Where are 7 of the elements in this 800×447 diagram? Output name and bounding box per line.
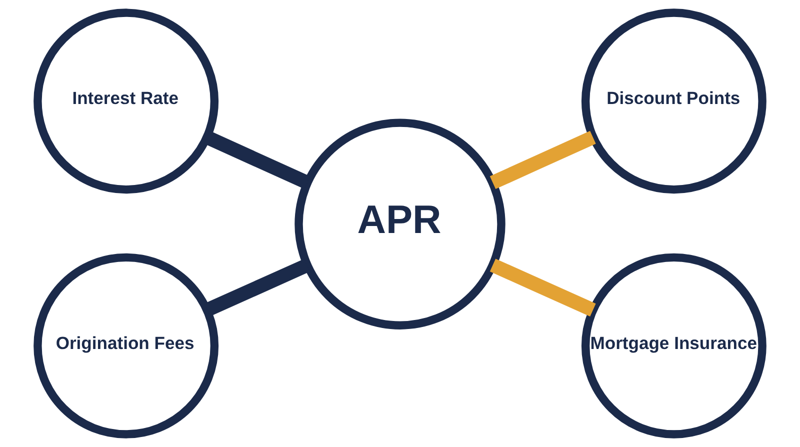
node-circle: Origination Fees xyxy=(34,253,219,438)
node-circle: Interest Rate xyxy=(34,8,219,194)
connector xyxy=(490,130,596,190)
node-circle: Discount Points xyxy=(581,8,766,194)
node-circle: Mortgage Insurance xyxy=(581,253,766,438)
connector xyxy=(490,258,596,316)
node-circle: APR xyxy=(294,118,506,330)
